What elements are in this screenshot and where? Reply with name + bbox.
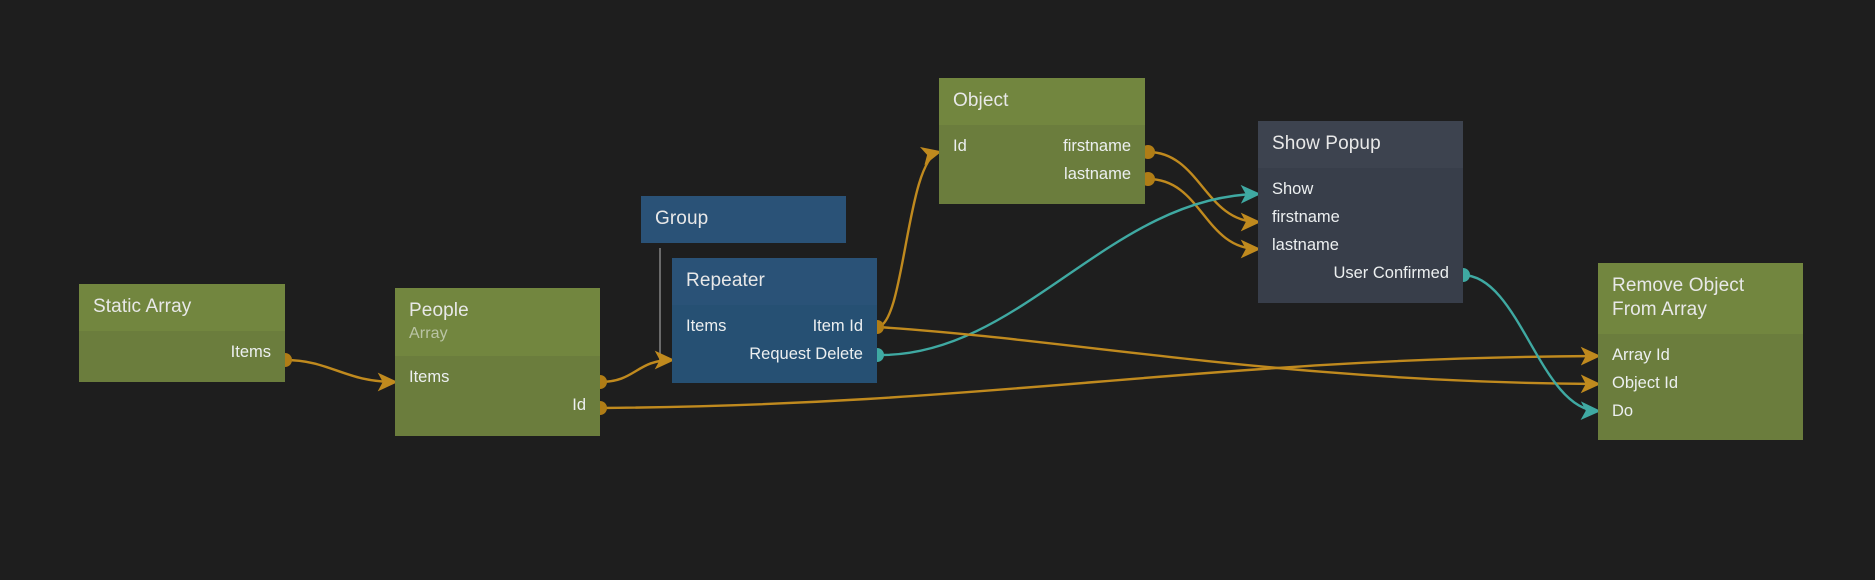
node-title-text: Remove Object From Array (1612, 275, 1745, 320)
node-title-text: Repeater (686, 270, 765, 291)
port-remove-array-id-in[interactable]: Array Id (1598, 342, 1803, 370)
port-show-popup-show-in[interactable]: Show (1258, 176, 1463, 204)
node-title-show-popup: Show Popup (1258, 121, 1463, 168)
node-title-object: Object (939, 78, 1145, 125)
port-label: Object Id (1612, 374, 1679, 392)
edge-object-lastname-to-popup-lastname[interactable] (1147, 177, 1261, 259)
node-body-remove-object-from-array: Array Id Object Id Do (1598, 333, 1803, 440)
node-repeater[interactable]: Repeater Items Item Id Request Delete (672, 258, 877, 383)
port-static-array-items-out[interactable]: Items (79, 339, 285, 367)
node-title-repeater: Repeater (672, 258, 877, 305)
node-object[interactable]: Object Id firstname lastname (939, 78, 1145, 204)
node-title-remove-object-from-array: Remove Object From Array (1598, 263, 1803, 334)
edge-repeater-itemid-to-object-id-input[interactable] (876, 325, 1601, 394)
node-group[interactable]: Group (641, 196, 846, 244)
port-repeater-items-in[interactable]: Items (672, 313, 877, 341)
node-show-popup[interactable]: Show Popup Show firstname lastname User … (1258, 121, 1463, 303)
port-label: Do (1612, 402, 1634, 420)
node-subtitle-text: Array (409, 324, 448, 342)
port-repeater-item-id-out[interactable]: Item Id (672, 313, 877, 341)
port-label: Request Delete (749, 345, 863, 364)
node-static-array[interactable]: Static Array Items (79, 284, 285, 382)
edge-popup-confirmed-to-do[interactable] (1462, 273, 1601, 421)
edge-static-items-to-people-items[interactable] (284, 358, 398, 392)
port-label: Show (1272, 180, 1314, 199)
port-label: Items (230, 343, 271, 362)
port-label: Id (572, 396, 586, 415)
node-title-text: Show Popup (1272, 133, 1381, 154)
port-label: lastname (1272, 236, 1339, 255)
node-title-static-array: Static Array (79, 284, 285, 331)
port-remove-object-id-in[interactable]: Object Id (1598, 370, 1803, 398)
port-people-id-out[interactable]: Id (395, 392, 600, 420)
node-title-group: Group (641, 196, 846, 243)
port-show-popup-firstname-in[interactable]: firstname (1258, 204, 1463, 232)
edge-group-to-repeater (659, 248, 672, 361)
port-object-id-in[interactable]: Id (939, 133, 1145, 161)
node-title-text: Static Array (93, 296, 192, 317)
port-label: firstname (1272, 208, 1340, 227)
node-title-text: Group (655, 208, 709, 229)
port-label: firstname (1063, 137, 1131, 156)
edge-object-firstname-to-popup-firstname[interactable] (1147, 150, 1261, 232)
node-title-people: People Array (395, 288, 600, 356)
port-label: User Confirmed (1333, 264, 1449, 283)
edge-repeater-itemid-to-object-id[interactable] (876, 147, 942, 329)
node-remove-object-from-array[interactable]: Remove Object From Array Array Id Object… (1598, 263, 1803, 440)
port-people-items-in[interactable]: Items (395, 364, 600, 392)
node-body-repeater: Items Item Id Request Delete (672, 304, 877, 383)
port-show-popup-user-confirmed-out[interactable]: User Confirmed (1258, 260, 1463, 288)
port-object-firstname-out[interactable]: firstname (939, 133, 1145, 161)
port-remove-do-in[interactable]: Do (1598, 398, 1803, 426)
port-object-lastname-out[interactable]: lastname (939, 161, 1145, 189)
edge-people-items-to-repeater-items[interactable] (599, 350, 675, 384)
node-body-static-array: Items (79, 330, 285, 382)
port-label: Id (953, 137, 967, 156)
port-label: lastname (1064, 165, 1131, 184)
node-title-text: People (409, 300, 469, 321)
port-show-popup-lastname-in[interactable]: lastname (1258, 232, 1463, 260)
port-label: Array Id (1612, 346, 1670, 364)
node-title-text: Object (953, 90, 1009, 111)
port-label: Item Id (812, 317, 863, 336)
edge-repeater-requestdelete-to-popup-show[interactable] (876, 184, 1261, 357)
node-body-object: Id firstname lastname (939, 124, 1145, 204)
port-label: Items (686, 317, 727, 336)
port-repeater-request-delete-out[interactable]: Request Delete (672, 341, 877, 369)
node-body-show-popup: Show firstname lastname User Confirmed (1258, 167, 1463, 303)
port-label: Items (409, 368, 450, 387)
node-people[interactable]: People Array Items Id (395, 288, 600, 436)
node-body-people: Items Id (395, 355, 600, 436)
